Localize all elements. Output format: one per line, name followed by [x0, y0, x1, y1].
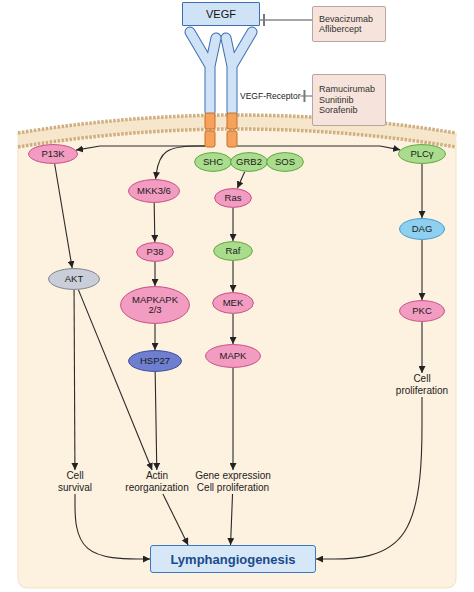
outcome-text: Gene expression Cell proliferation	[186, 470, 280, 494]
signal-arrow	[232, 261, 233, 292]
ellipse-outline	[137, 243, 174, 262]
ellipse-outline	[267, 153, 304, 172]
result-box: Lymphangiogenesis	[150, 545, 316, 573]
pathway-node: DAG	[399, 218, 445, 240]
signal-arrow	[421, 240, 422, 300]
node-label: SHC	[203, 157, 223, 167]
node-label: P13K	[41, 149, 64, 159]
node-label: Gene expression Cell proliferation	[186, 470, 280, 494]
ellipse-outline	[400, 219, 445, 240]
ellipse-outline	[29, 145, 78, 164]
pathway-node: SOS	[266, 152, 304, 172]
node-label: MAPKAPK 2/3	[128, 295, 182, 316]
signal-arrow	[237, 172, 244, 189]
pathway-node: HSP27	[128, 350, 182, 372]
node-label: VEGF-Receptor	[240, 90, 300, 102]
signal-arrow	[421, 322, 422, 373]
pathway-node: MAPKAPK 2/3	[120, 286, 190, 324]
pathway-node: SHC	[194, 152, 232, 172]
node-label: Bevacizumab Aflibercept	[319, 14, 379, 35]
outcome-text: Cell survival	[49, 470, 101, 494]
ellipse-outline	[121, 287, 190, 324]
ellipse-outline	[129, 351, 182, 372]
transmembrane-domain	[205, 113, 215, 129]
node-label: AKT	[65, 274, 83, 284]
node-label: Lymphangiogenesis	[170, 552, 295, 567]
node-label: Cell proliferation	[389, 373, 455, 397]
signal-arrow	[154, 203, 156, 242]
signal-arrow	[237, 146, 400, 150]
outcome-text: Actin reorganization	[117, 470, 197, 494]
signal-arrow	[232, 208, 233, 241]
receptor: VEGF-Receptor	[180, 26, 310, 156]
signal-arrow	[232, 368, 233, 470]
pathway-node: AKT	[48, 268, 100, 290]
signal-arrow	[155, 372, 157, 470]
node-label: Ramucirumab Sunitinib Sorafenib	[319, 84, 379, 115]
transmembrane-domain	[227, 131, 237, 147]
signal-arrow	[231, 494, 233, 545]
signal-arrow	[75, 494, 150, 559]
drug-box: Bevacizumab Aflibercept	[312, 6, 386, 42]
ellipse-outline	[214, 242, 253, 261]
transmembrane-domain	[227, 113, 237, 129]
node-label: SOS	[275, 157, 295, 167]
node-label: VEGF	[206, 8, 236, 20]
pathway-node: Ras	[214, 188, 252, 208]
pathway-node: Raf	[213, 241, 253, 261]
ellipse-outline	[206, 345, 261, 368]
signal-arrow	[154, 324, 155, 350]
ellipse-outline	[215, 189, 252, 208]
node-label: PLCγ	[410, 149, 433, 159]
receptor-port	[205, 141, 237, 151]
pathway-node: P13K	[28, 144, 78, 164]
node-label: MKK3/6	[137, 186, 171, 196]
node-label: PKC	[412, 306, 432, 316]
ligand-box: VEGF	[182, 2, 260, 26]
ellipse-outline	[399, 145, 446, 164]
signal-arrow	[316, 397, 422, 559]
pathway-node: MEK	[212, 292, 254, 314]
signal-arrow	[232, 314, 233, 344]
node-label: Actin reorganization	[117, 470, 197, 494]
ellipse-outline	[49, 269, 100, 290]
pathway-node: MKK3/6	[128, 179, 180, 203]
node-label: GRB2	[236, 157, 262, 167]
outcome-text: Cell proliferation	[389, 373, 455, 397]
transmembrane-domain	[205, 131, 215, 147]
signal-arrow	[74, 290, 76, 470]
ellipse-outline	[129, 180, 180, 203]
signal-arrow	[163, 494, 188, 545]
node-label: MEK	[223, 298, 244, 308]
inhibition-line	[260, 19, 312, 20]
drug-box: Ramucirumab Sunitinib Sorafenib	[312, 74, 386, 126]
ellipse-outline	[400, 301, 445, 322]
pathway-node: GRB2	[230, 152, 268, 172]
node-label: MAPK	[220, 351, 247, 361]
node-label: DAG	[412, 224, 433, 234]
pathway-node: PLCγ	[398, 144, 446, 164]
receptor-arm	[190, 32, 216, 112]
membrane-heads-inner	[18, 129, 456, 147]
ellipse-outline	[213, 293, 254, 314]
signal-arrow	[55, 164, 72, 268]
receptor-arm	[190, 32, 216, 112]
signal-arrow	[421, 164, 422, 218]
ellipse-outline	[231, 153, 268, 172]
node-label: Raf	[226, 246, 241, 256]
inhibition-line	[300, 95, 312, 96]
pathway-node: MAPK	[205, 344, 261, 368]
node-label: HSP27	[140, 356, 170, 366]
node-label: Ras	[225, 193, 242, 203]
signal-arrow	[154, 262, 155, 286]
pathway-node: P38	[136, 242, 174, 262]
node-label: P38	[147, 247, 164, 257]
pathway-node: PKC	[399, 300, 445, 322]
node-label: Cell survival	[49, 470, 101, 494]
cytoplasm	[18, 122, 456, 588]
ellipse-outline	[195, 153, 232, 172]
